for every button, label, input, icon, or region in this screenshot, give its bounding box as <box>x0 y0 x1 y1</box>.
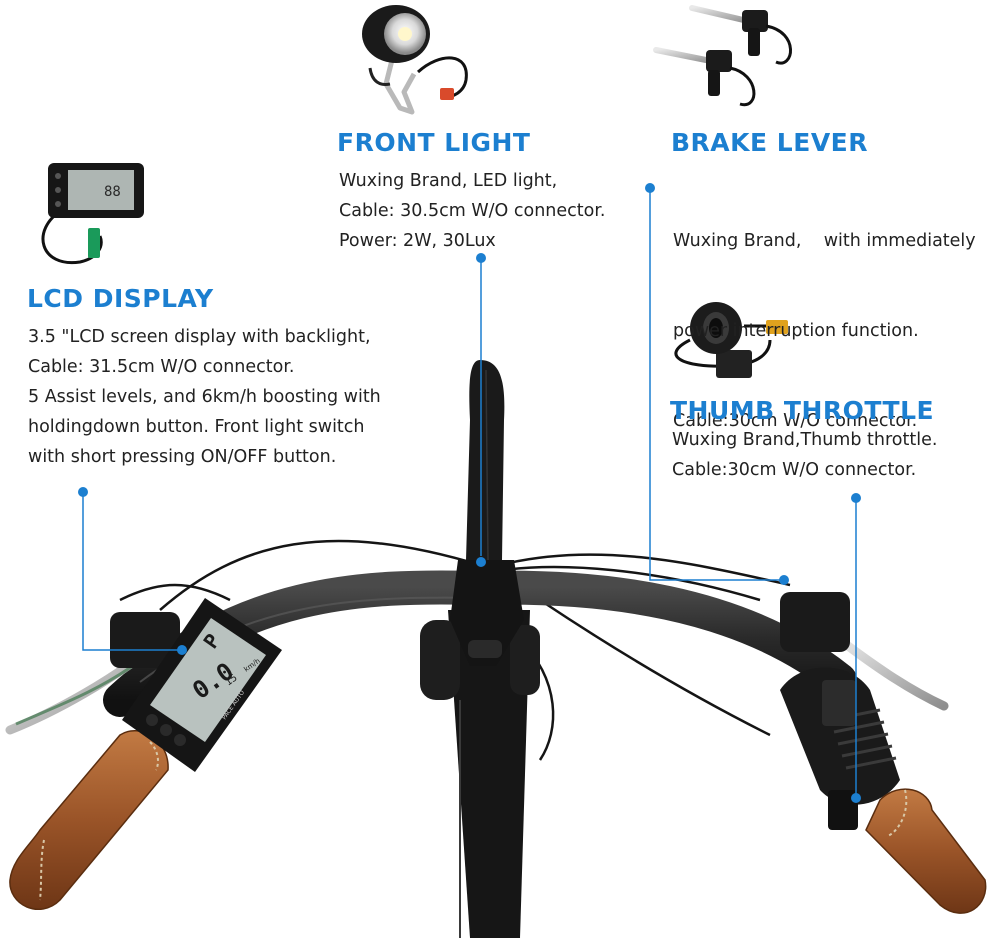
thumb-throttle-description: Wuxing Brand,Thumb throttle. Cable:30cm … <box>672 425 937 485</box>
front-light-description: Wuxing Brand, LED light, Cable: 30.5cm W… <box>339 166 606 256</box>
lcd-display-icon: 88 <box>41 163 144 265</box>
thumb-throttle-icon <box>674 302 788 378</box>
callout-leaders <box>82 188 857 795</box>
lcd-display-description: 3.5 "LCD screen display with backlight, … <box>28 322 381 472</box>
thumb-throttle-line: Wuxing Brand,Thumb throttle. <box>672 430 938 450</box>
thumb-throttle-title: THUMB THROTTLE <box>670 396 935 425</box>
brake-lever-title: BRAKE LEVER <box>671 128 868 157</box>
dot-front-light-end <box>476 557 486 567</box>
callout-dots <box>78 183 861 803</box>
lcd-display-line: holdingdown button. Front light switch <box>28 417 365 437</box>
lcd-display-line: 3.5 "LCD screen display with backlight, <box>28 327 371 347</box>
lcd-display-title: LCD DISPLAY <box>27 284 214 313</box>
dot-throttle-end <box>851 793 861 803</box>
lcd-display-unit: P 0.0 15 km/h PACE AUTO <box>122 598 282 772</box>
front-light-line: Power: 2W, 30Lux <box>339 231 496 251</box>
dot-brake-top <box>645 183 655 193</box>
brake-lever-line: Wuxing Brand, with immediately <box>673 231 976 251</box>
leader-lcd-display <box>82 492 182 651</box>
brake-lever-icon <box>653 5 792 107</box>
brake-lever-description: Wuxing Brand, with immediately power int… <box>673 166 976 496</box>
front-light-line: Wuxing Brand, LED light, <box>339 171 558 191</box>
dot-throttle-top <box>851 493 861 503</box>
handlebar-photo: P 0.0 15 km/h PACE AUTO <box>5 360 987 938</box>
front-light-title: FRONT LIGHT <box>337 128 531 157</box>
dot-lcd-end <box>177 645 187 655</box>
brake-lever-line: Cable:30cm W/O connector. <box>673 411 918 431</box>
dot-lcd-top <box>78 487 88 497</box>
brake-lever-line: power interruption function. <box>673 321 919 341</box>
dot-front-light-top <box>476 253 486 263</box>
thumb-throttle-line: Cable:30cm W/O connector. <box>672 460 917 480</box>
svg-text:88: 88 <box>104 184 121 200</box>
lcd-display-line: 5 Assist levels, and 6km/h boosting with <box>28 387 381 407</box>
lcd-display-line: with short pressing ON/OFF button. <box>28 447 337 467</box>
lcd-display-line: Cable: 31.5cm W/O connector. <box>28 357 295 377</box>
dot-brake-end <box>779 575 789 585</box>
leader-brake-lever <box>649 188 784 581</box>
front-light-line: Cable: 30.5cm W/O connector. <box>339 201 606 221</box>
front-light-icon <box>362 5 468 115</box>
